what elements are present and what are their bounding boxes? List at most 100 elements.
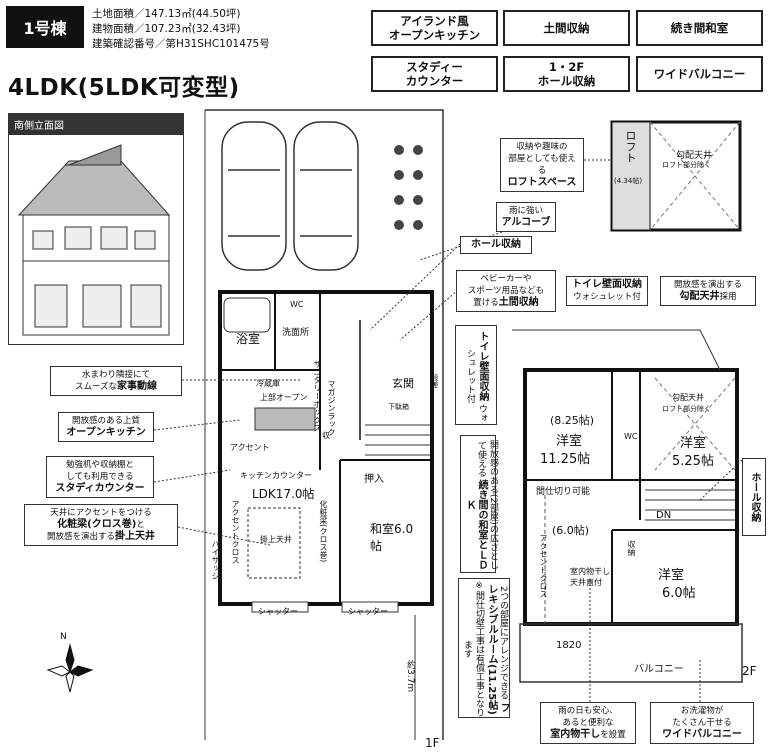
callout-flexible-bold: フレキシブルルーム(11.25帖) (486, 583, 509, 715)
highsash-label: ハイサッシ (211, 540, 220, 580)
shoebox-label: 下駄箱 (388, 403, 409, 411)
room2-size: 5.25帖 (672, 454, 714, 469)
feature-tsuzukima: 続き間和室 (636, 10, 763, 46)
callout-alcove: 雨に強いアルコーブ (496, 202, 556, 232)
callout-balcony-bold: ワイドバルコニー (662, 729, 742, 740)
callout-hall-2f-bold: ホール収納 (749, 472, 760, 522)
callout-toilet-1f-bold: トイレ壁面収納 (477, 330, 488, 401)
sanitary-box-label: サニタリーボックス (313, 360, 322, 432)
callout-cloth: 天井にアクセントをつける化粧梁(クロス巻)と開放感を演出する掛上天井 (24, 504, 178, 546)
compass-north-label: N (60, 632, 67, 642)
tree-icons (394, 145, 423, 230)
callout-indoor-dry-bold: 室内物干し (550, 729, 601, 740)
balcony-outline (519, 623, 743, 683)
room4-alt: (6.0帖) (552, 524, 590, 537)
loft-area: (4.34帖) (614, 177, 643, 185)
compass-icon (46, 643, 94, 693)
callout-ceiling-text: 開放感を演出する (673, 280, 742, 290)
callout-kitchen-bold: オープンキッチン (66, 427, 146, 438)
magazine-rack-label: マガジンラック (327, 380, 336, 436)
fridge-label: 冷蔵庫 (256, 379, 280, 388)
callout-doma: ベビーカーや スポーツ用品なども 置ける土間収納 (456, 270, 556, 312)
callout-washitsu-bold: 続き間の和室とＬＤＫ (464, 479, 487, 570)
callout-ceiling-suffix: 採用 (719, 292, 737, 302)
car-1-icon (221, 121, 287, 271)
callout-cloth-bold2: 掛上天井 (115, 531, 155, 542)
callout-balcony-text: お洗濯物が たくさん干せる (672, 706, 732, 728)
loft-ceiling-2f: 勾配天井 (672, 393, 704, 402)
accent-label: アクセント (230, 443, 270, 452)
shutter-1: シャッター (258, 607, 298, 616)
room-entrance: 玄関 (392, 377, 414, 390)
room-wash: 洗面所 (282, 328, 310, 338)
pantry-label: キッチンカウンター (240, 471, 312, 480)
shutter-2: シャッター (348, 607, 388, 616)
callout-alcove-bold: アルコーブ (501, 217, 551, 228)
callout-indoor-dry: 雨の日も安心、 あると便利な室内物干しを設置 (540, 702, 636, 744)
loft-ceiling: 勾配天井 (676, 151, 713, 161)
depth-label: 約3.7m (405, 660, 415, 693)
callout-toilet-1f-text: ウォシュレット付 (465, 349, 487, 422)
callout-ceiling-2f: 開放感を演出する勾配天井採用 (660, 276, 756, 306)
callout-washitsu: 開放感のある(2部屋)の広さとして使える 続き間の和室とＬＤＫ (460, 435, 498, 573)
room3-name: 洋室 (658, 568, 685, 583)
callout-study-bold: スタディカウンター (55, 483, 145, 494)
callout-kitchen: 開放感のある上質オープンキッチン (58, 412, 154, 442)
loft-label: ロフト (624, 130, 637, 163)
indoor-dry-label: 室内物干し天井直付 (570, 567, 610, 587)
loft-ceiling-note: ロフト部分除く (662, 161, 711, 169)
room2-name: 洋室 (680, 436, 707, 451)
callout-toilet-1f: トイレ壁面収納 ウォシュレット付 (455, 325, 497, 425)
storage-1f: 収 (322, 431, 330, 440)
feature-open-kitchen: アイランド風 オープンキッチン (371, 10, 498, 46)
callout-toilet-2f-text: ウォシュレット付 (573, 292, 641, 302)
callout-study: 勉強机や収納棚と しても利用できるスタディカウンター (46, 456, 154, 498)
loft-ceiling-2f-note: ロフト部分除く (662, 405, 711, 413)
callout-chores-text: 水まわり隣接にて スムーズな (74, 370, 150, 392)
car-2-icon (293, 121, 359, 271)
floor-1f-label: 1F (425, 736, 440, 750)
elevation-drawing (17, 144, 171, 336)
room-ldk: LDK17.0帖 (252, 487, 315, 501)
room-bath: 浴室 (236, 332, 261, 346)
first-floor-outline (218, 290, 434, 606)
elevation-title: 南側立面図 (9, 114, 183, 135)
lot-badge: 1号棟 (6, 6, 84, 48)
callout-indoor-dry-suffix: を設置 (600, 730, 626, 740)
room-washitsu: 和室6.0帖 (370, 522, 414, 553)
dn-label: DN (656, 510, 672, 521)
accent-cloth-1f: アクセントクロス (231, 500, 240, 564)
callout-hall-1f-bold: ホール収納 (471, 239, 521, 250)
callout-balcony: お洗濯物が たくさん干せるワイドバルコニー (650, 702, 754, 744)
callout-loft: 収納や趣味の 部屋としても使えるロフトスペース (500, 138, 584, 192)
callout-cloth-text2: と (136, 520, 145, 530)
callout-doma-text: ベビーカーや スポーツ用品なども 置ける (467, 274, 545, 308)
callout-study-text: 勉強机や収納棚と しても利用できる (65, 460, 134, 482)
callout-washitsu-text: 開放感のある(2部屋)の広さとして使える (476, 440, 498, 570)
callout-alcove-text: 雨に強い (508, 206, 543, 216)
permit-number: 建築確認番号／第H31SHC101475号 (92, 38, 270, 50)
balcony-label: バルコニー (634, 664, 684, 675)
elevation-panel: 南側立面図 (8, 113, 184, 345)
beam-label: 化粧梁(クロス巻) (319, 500, 328, 563)
accent-cloth-2f: アクセントクロス (539, 534, 548, 598)
callout-flexible-text: 2つの部屋にアレンジできる (498, 585, 508, 700)
callout-ceiling-bold: 勾配天井 (679, 291, 720, 302)
room1-size: 11.25帖 (540, 452, 591, 467)
room3-size: 6.0帖 (662, 586, 696, 601)
ceiling-label: 掛上天井 (260, 535, 292, 544)
room1-alt: (8.25帖) (550, 414, 595, 427)
callout-chores-bold: 家事動線 (117, 381, 158, 392)
callout-doma-bold: 土間収納 (498, 297, 539, 308)
step-label: 段差 (431, 374, 439, 388)
layout-type: 4LDK(5LDK可変型) (8, 75, 240, 101)
feature-doma-storage: 土間収納 (503, 10, 630, 46)
partition-label: 間仕切り可能 (536, 487, 591, 497)
building-area: 建物面積／107.23㎡(32.43坪) (92, 23, 241, 35)
callout-cloth-text3: 開放感を演出する (46, 532, 115, 542)
site-boundary (205, 109, 444, 740)
room-wc-1f: WC (290, 300, 304, 309)
feature-wide-balcony: ワイドバルコニー (636, 56, 763, 92)
callout-flexible: 2つの部屋にアレンジできる フレキシブルルーム(11.25帖) ※間仕切壁工事は… (458, 578, 510, 718)
callout-loft-bold: ロフトスペース (507, 177, 577, 188)
